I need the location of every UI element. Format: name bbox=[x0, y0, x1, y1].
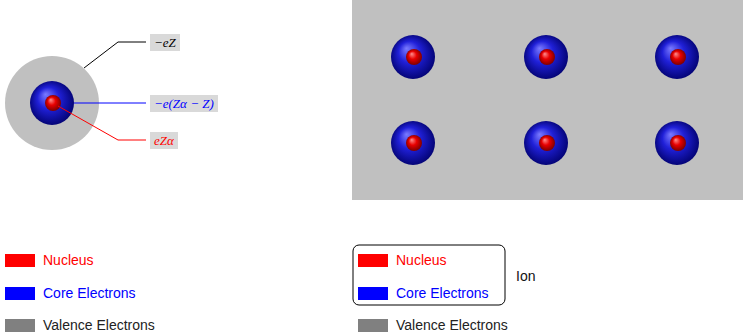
legend-swatch bbox=[5, 319, 35, 332]
charge-label: eZα bbox=[150, 132, 178, 149]
legend-text: Nucleus bbox=[396, 252, 447, 268]
atom-core bbox=[30, 81, 74, 125]
ion-symbol bbox=[524, 35, 568, 79]
legend-text: Valence Electrons bbox=[396, 317, 508, 333]
leader-line bbox=[74, 103, 146, 104]
ion-symbol bbox=[524, 121, 568, 165]
charge-label: −e(Zα − Z) bbox=[150, 95, 218, 112]
leader-line bbox=[84, 42, 146, 68]
legend-text: Valence Electrons bbox=[43, 317, 155, 333]
charge-text: eZα bbox=[154, 133, 174, 148]
charge-text: −e(Zα − Z) bbox=[154, 96, 214, 111]
group-label: Ion bbox=[516, 268, 535, 284]
legend-swatch bbox=[358, 254, 388, 267]
legend-entry: Nucleus bbox=[5, 252, 94, 268]
legend-entry: Valence Electrons bbox=[358, 317, 508, 333]
charge-label: −eZ bbox=[150, 34, 180, 51]
legend-swatch bbox=[358, 319, 388, 332]
legend-swatch bbox=[5, 287, 35, 300]
valence-sea bbox=[352, 0, 743, 200]
ion-symbol bbox=[391, 35, 435, 79]
legend-swatch bbox=[5, 254, 35, 267]
leader-line bbox=[58, 106, 146, 140]
legend-entry: Core Electrons bbox=[5, 285, 136, 301]
charge-text: −eZ bbox=[154, 35, 176, 50]
ion-symbol bbox=[655, 35, 699, 79]
legend-text: Nucleus bbox=[43, 252, 94, 268]
legend-text: Core Electrons bbox=[396, 285, 489, 301]
legend-entry: Valence Electrons bbox=[5, 317, 155, 333]
legend-swatch bbox=[358, 287, 388, 300]
legend-entry: Nucleus bbox=[358, 252, 447, 268]
legend-text: Core Electrons bbox=[43, 285, 136, 301]
ion-symbol bbox=[655, 121, 699, 165]
legend-entry: Core Electrons bbox=[358, 285, 489, 301]
ion-bracket bbox=[353, 245, 505, 305]
ion-symbol bbox=[391, 121, 435, 165]
